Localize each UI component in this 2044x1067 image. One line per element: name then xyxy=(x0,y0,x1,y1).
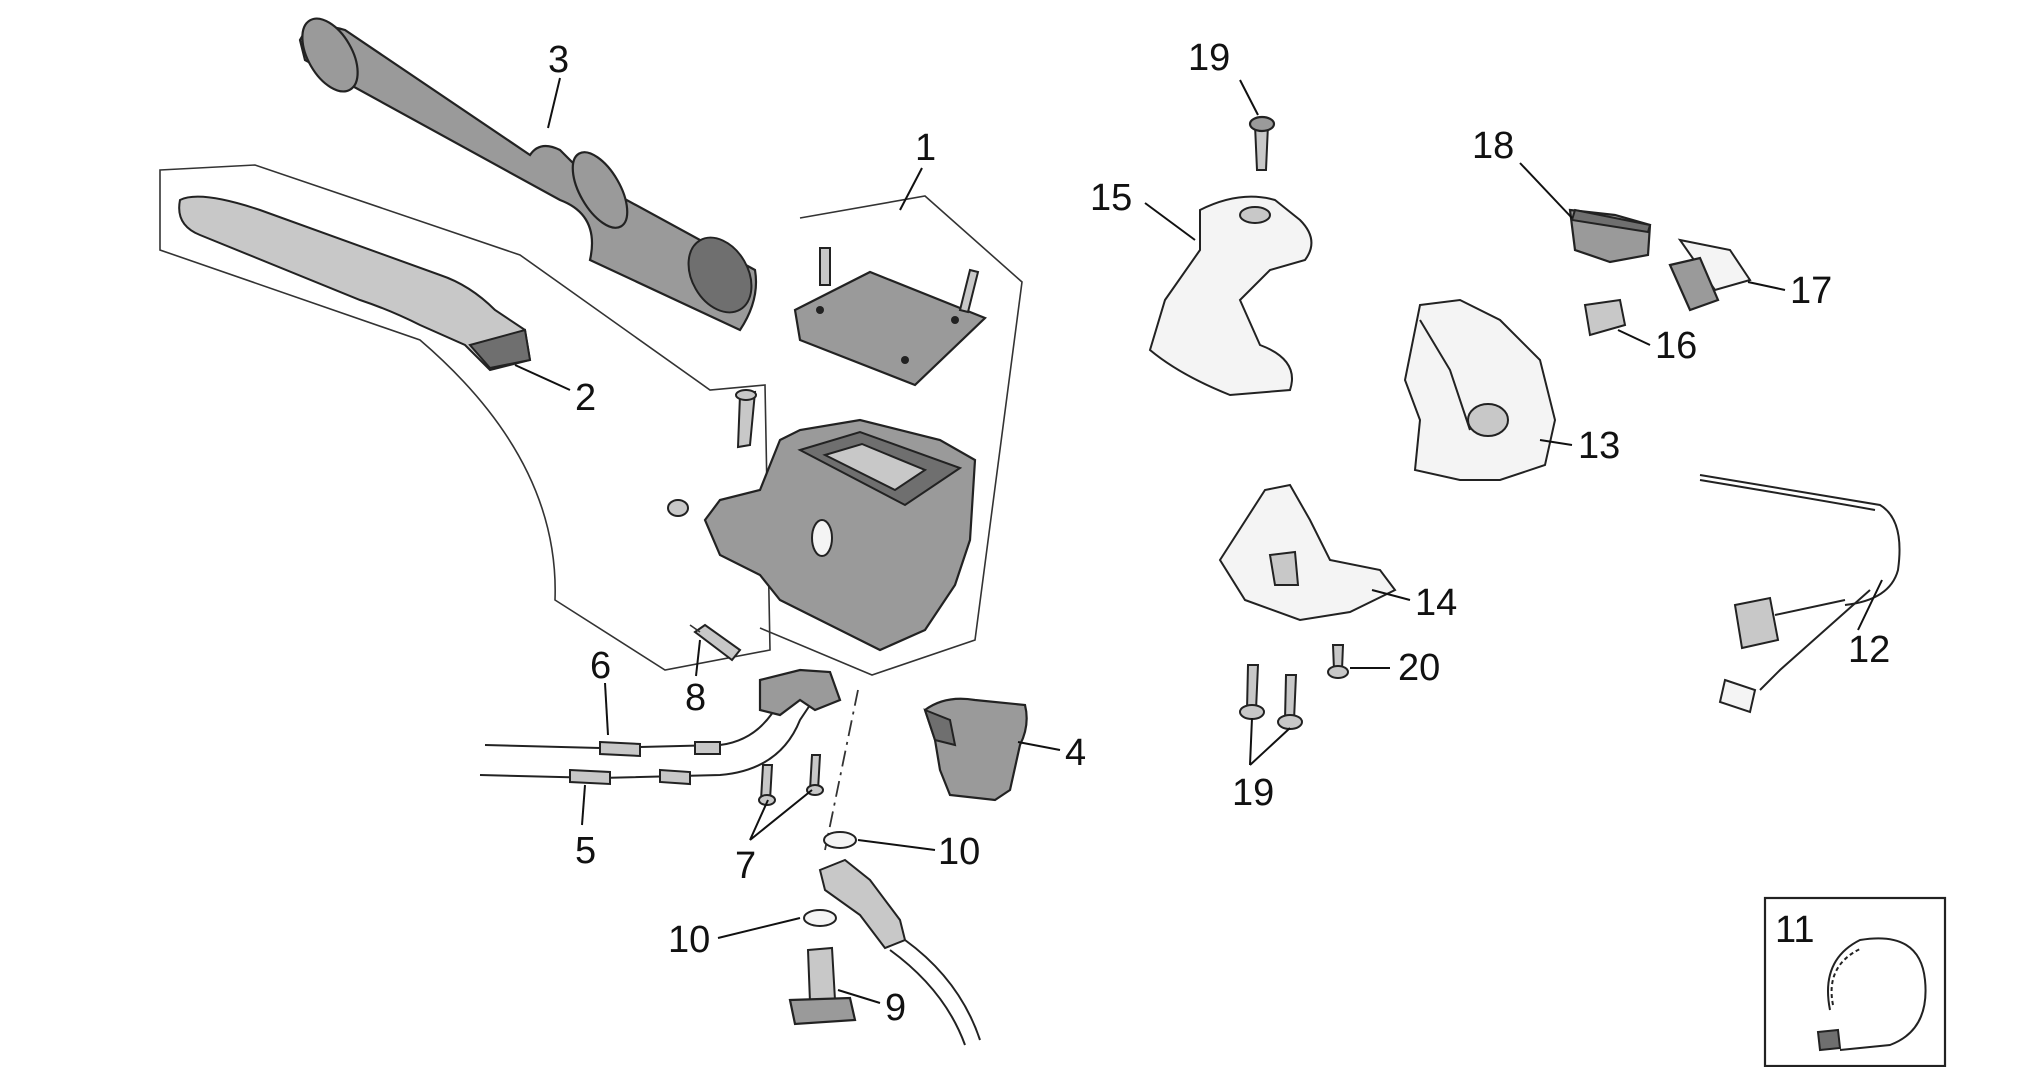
callout-2: 2 xyxy=(575,377,596,419)
callout-14: 14 xyxy=(1415,582,1457,624)
part-banjo-bolt xyxy=(788,946,857,1026)
part-upper-cover xyxy=(1148,195,1313,397)
callout-10b: 10 xyxy=(668,919,710,961)
group-outline-cylinder-box xyxy=(759,195,1023,676)
part-grip xyxy=(298,17,758,332)
leader-lines xyxy=(514,77,1883,1004)
part-lower-housing xyxy=(1218,483,1397,622)
part-master-cylinder xyxy=(667,247,987,652)
part-washers xyxy=(803,831,857,927)
part-wiring-harness xyxy=(1699,474,1901,714)
part-switch-18 xyxy=(1568,208,1652,264)
callout-5: 5 xyxy=(575,830,596,872)
callout-1: 1 xyxy=(915,127,936,169)
callout-labels: 3 2 1 4 5 6 7 8 9 10 10 11 12 13 14 15 1… xyxy=(548,37,1890,1029)
part-screws-19-bottom xyxy=(1239,664,1303,730)
callout-8: 8 xyxy=(685,677,706,719)
part-switch-16 xyxy=(1583,298,1627,337)
part-screw-19-top xyxy=(1248,115,1276,171)
part-brake-lever xyxy=(178,195,532,372)
part-switch-8 xyxy=(689,623,742,662)
part-11-box xyxy=(1763,896,1947,1067)
part-screws-7 xyxy=(758,754,824,806)
callout-9: 9 xyxy=(885,987,906,1029)
callout-15: 15 xyxy=(1090,177,1132,219)
callout-4: 4 xyxy=(1065,732,1086,774)
part-switch-housing xyxy=(1403,298,1557,481)
callout-6: 6 xyxy=(590,645,611,687)
callout-7: 7 xyxy=(735,845,756,887)
callout-20: 20 xyxy=(1398,647,1440,689)
callout-12: 12 xyxy=(1848,629,1890,671)
callout-13: 13 xyxy=(1578,425,1620,467)
callout-18: 18 xyxy=(1472,125,1514,167)
part-clamp xyxy=(923,697,1028,802)
callout-11: 11 xyxy=(1775,909,1814,951)
group-outline-lever xyxy=(159,164,771,671)
part-cables xyxy=(479,668,842,786)
callout-17: 17 xyxy=(1790,270,1832,312)
axis-line xyxy=(824,689,859,851)
callout-16: 16 xyxy=(1655,325,1697,367)
callout-3: 3 xyxy=(548,39,569,81)
callout-10a: 10 xyxy=(938,831,980,873)
callout-19a: 19 xyxy=(1188,37,1230,79)
part-screw-20 xyxy=(1327,644,1349,679)
callout-19b: 19 xyxy=(1232,772,1274,814)
part-brake-hose xyxy=(818,858,981,1046)
part-switch-17 xyxy=(1668,238,1752,312)
